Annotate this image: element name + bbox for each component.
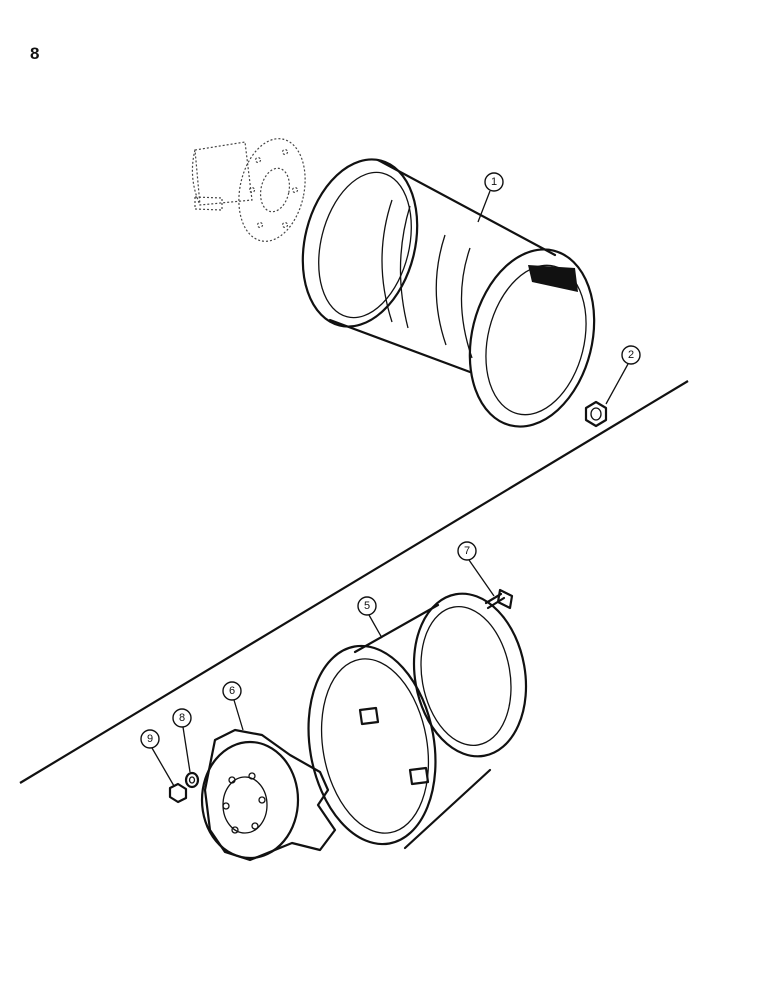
page-number: 8 (30, 44, 40, 63)
callout-1: 1 (477, 172, 504, 223)
svg-text:9: 9 (147, 733, 153, 745)
washer-8 (184, 771, 200, 789)
callout-5: 5 (357, 596, 383, 639)
rim-5 (307, 592, 528, 850)
callout-9: 9 (140, 729, 175, 787)
rim-1 (301, 158, 596, 428)
nut-9 (168, 782, 188, 804)
callout-2: 2 (605, 345, 641, 405)
bolt-7 (484, 588, 514, 610)
nut-2 (584, 400, 608, 428)
svg-text:7: 7 (464, 545, 470, 557)
svg-text:5: 5 (364, 600, 370, 612)
svg-text:8: 8 (179, 712, 185, 724)
callout-8: 8 (172, 708, 192, 773)
svg-text:2: 2 (628, 349, 634, 361)
separator-line (19, 380, 689, 784)
disc-6 (200, 728, 337, 862)
svg-text:1: 1 (491, 176, 497, 188)
svg-text:6: 6 (229, 685, 235, 697)
callout-6: 6 (222, 681, 244, 731)
phantom-hub (191, 138, 306, 242)
callout-7: 7 (457, 541, 495, 597)
